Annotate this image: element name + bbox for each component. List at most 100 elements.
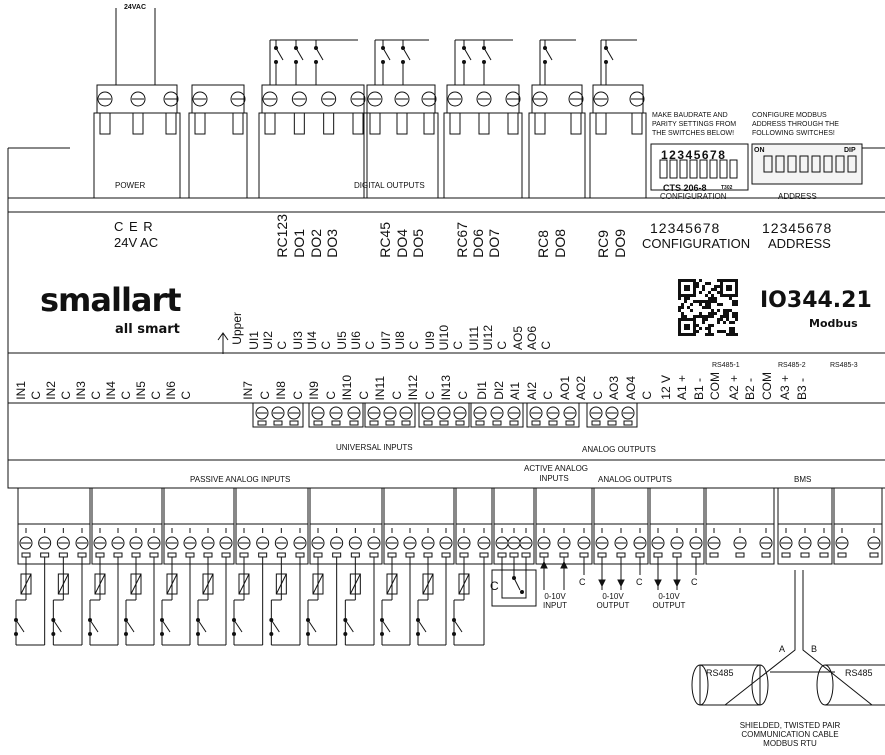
terminal-screw [670, 536, 684, 550]
lower-terminal-label: IN1 [14, 381, 28, 400]
terminal-screw [759, 536, 773, 550]
lower-terminal-label: C [590, 391, 605, 400]
terminal-screw [633, 536, 647, 550]
lower-terminal-label: AO4 [623, 376, 638, 401]
upper-terminal-label: UI5 [335, 331, 349, 350]
terminal-screw [385, 536, 399, 550]
config-dip-lever [689, 159, 698, 179]
passive-sensor-resistor [130, 573, 142, 595]
address-dip-lever [835, 155, 845, 173]
baud-note-line-1: MAKE BAUDRATE AND [652, 112, 728, 119]
bottom-terminal-block [777, 523, 833, 565]
lower-terminal-label: DI1 [475, 381, 489, 400]
config-dip-lever [669, 159, 678, 179]
lower-terminal-label: IN11 [373, 376, 387, 401]
address-dip-lever [823, 155, 833, 173]
address-switch-label: ADDRESS [778, 192, 817, 201]
address-dip-lever [763, 155, 773, 173]
bottom-connector-housing [309, 487, 383, 525]
lower-terminal-label: C [179, 391, 193, 400]
terminal-screw [595, 536, 609, 550]
dip-config-model: T302 [721, 185, 733, 191]
terminal-screw [505, 91, 521, 107]
dip-config-brand: CTS 206-8 [663, 183, 707, 193]
top-connector-housing [528, 112, 586, 199]
bottom-terminal-block [309, 523, 383, 565]
terminal-screw [605, 406, 619, 420]
terminal-screw [529, 406, 543, 420]
upper-terminal-label: C [407, 341, 421, 350]
passive-sensor-resistor [275, 573, 287, 595]
upper-terminal-label: C [451, 341, 465, 350]
terminal-screw [287, 406, 301, 420]
address-switch-numbers: 12345678 [762, 220, 833, 236]
passive-analog-inputs-label: PASSIVE ANALOG INPUTS [190, 475, 291, 484]
terminal-screw [274, 536, 288, 550]
terminal-screw [403, 536, 417, 550]
lower-terminal-label: IN7 [241, 381, 255, 400]
config-dip-lever [709, 159, 718, 179]
configuration-switch-label: CONFIGURATION [660, 192, 727, 201]
upper-terminal-label: UI4 [305, 331, 319, 350]
terminal-screw [262, 91, 278, 107]
upper-terminal-label: AO6 [525, 326, 539, 351]
supply-voltage-label: 24VAC [124, 4, 147, 11]
configuration-dip-switch[interactable]: 12345678 CTS 206-8 T302 [651, 144, 748, 193]
lower-terminal-label: C [640, 391, 654, 400]
config-dip-lever [719, 159, 728, 179]
config-dip-lever [729, 159, 738, 179]
bottom-connector-housing [235, 487, 309, 525]
brand-logo: smallart [40, 281, 182, 319]
terminal-screw [129, 536, 143, 550]
bottom-connector-housing [91, 487, 163, 525]
lower-terminal-label: AO1 [557, 376, 572, 401]
digital-output-terminal-label: DO7 [486, 229, 502, 258]
passive-sensor-resistor [20, 573, 32, 595]
bottom-analog-outputs-label: ANALOG OUTPUTS [598, 475, 672, 484]
address-dip-switch[interactable]: ON DIP [752, 144, 862, 184]
top-connector-housing [443, 112, 523, 199]
lower-terminal-label: B2 - [743, 378, 757, 401]
terminal-screw [183, 536, 197, 550]
digital-output-terminal-label: DO6 [470, 229, 486, 258]
terminal-screw [19, 536, 33, 550]
mid-terminal-block [470, 402, 524, 428]
terminal-screw [532, 91, 548, 107]
terminal-screw [230, 91, 246, 107]
digital-output-terminal-label: RC8 [535, 230, 551, 259]
terminal-screw [165, 536, 179, 550]
address-dip-lever [811, 155, 821, 173]
passive-sensor-resistor [386, 573, 398, 595]
terminal-screw [733, 536, 747, 550]
upper-row-indicator: Upper [230, 312, 244, 345]
bottom-connector-housing [383, 487, 455, 525]
mid-terminal-block [586, 402, 638, 428]
bottom-connector-housing [833, 487, 883, 525]
terminal-screw [163, 91, 179, 107]
ao2-signal-range: 0-10V [658, 592, 680, 601]
lower-terminal-label: A3 + [778, 375, 792, 401]
terminal-screw [56, 536, 70, 550]
digital-input-switch-group [491, 569, 537, 607]
ao-signal-range: 0-10V [602, 592, 624, 601]
terminal-screw [350, 91, 366, 107]
terminal-screw [192, 91, 208, 107]
upper-terminal-label: UI10 [437, 325, 451, 351]
lower-terminal-label: C [149, 391, 163, 400]
bottom-terminal-block [17, 523, 91, 565]
upper-terminal-label: UI7 [379, 331, 393, 350]
digital-output-terminal-label: DO4 [394, 229, 410, 258]
upper-terminal-label: AO5 [511, 326, 525, 351]
terminal-screw [237, 536, 251, 550]
passive-sensor-resistor [57, 573, 69, 595]
bottom-connector-housing [455, 487, 493, 525]
terminal-screw [473, 406, 487, 420]
lower-terminal-label: IN8 [274, 381, 288, 400]
terminal-screw [130, 91, 146, 107]
lower-terminal-label: B3 - [794, 378, 809, 401]
lower-terminal-label: IN9 [307, 381, 321, 400]
terminal-screw [348, 536, 362, 550]
model-protocol: Modbus [809, 317, 858, 330]
panel-analog-outputs-label: ANALOG OUTPUTS [582, 445, 656, 454]
cable-note-line-1: SHIELDED, TWISTED PAIR [739, 721, 841, 730]
